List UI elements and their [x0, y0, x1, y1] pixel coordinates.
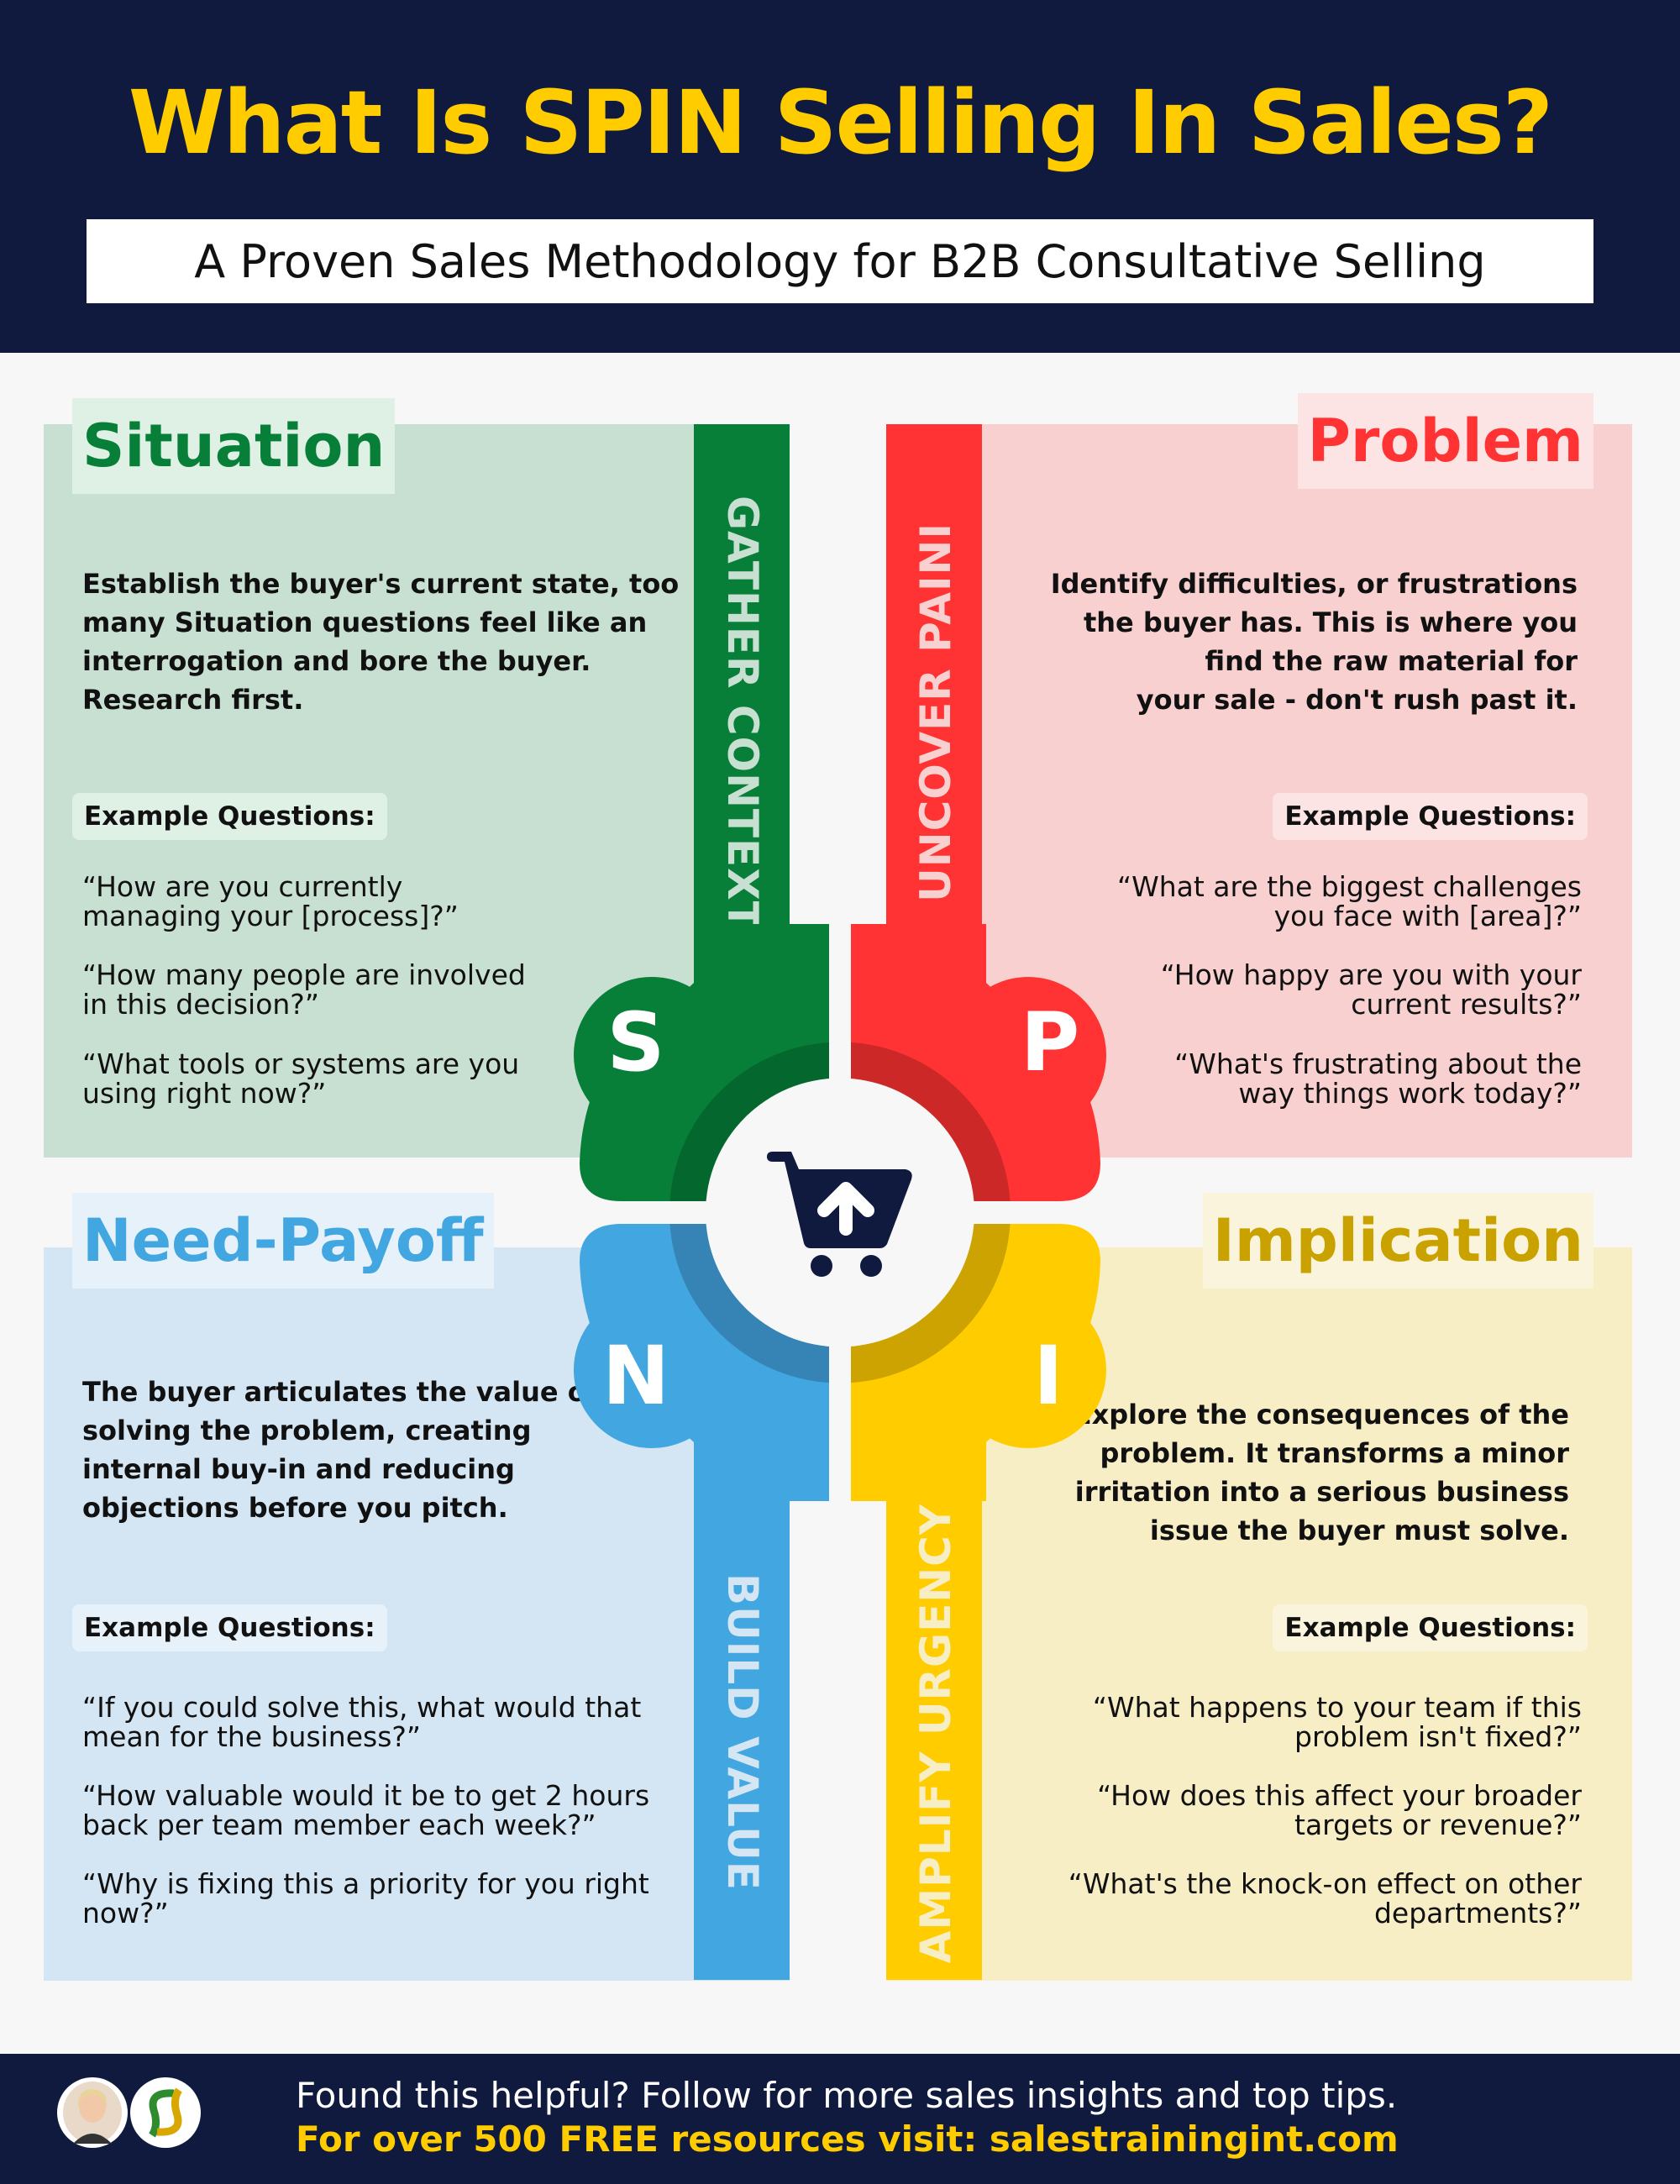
problem-question: “What's frustrating about the way things… — [1174, 1047, 1582, 1110]
situation-title: Situation — [72, 398, 396, 494]
implication-question: “What happens to your team if this probl… — [1092, 1691, 1582, 1753]
problem-examples-label: Example Questions: — [1273, 793, 1588, 840]
page-title: What Is SPIN Selling In Sales? — [128, 71, 1553, 174]
need-payoff-question: “If you could solve this, what would tha… — [82, 1691, 642, 1753]
footer-website-link[interactable]: For over 500 FREE resources visit: sales… — [296, 2118, 1399, 2160]
problem-question: “How happy are you with your current res… — [1160, 958, 1582, 1021]
problem-question: “What are the biggest challenges you fac… — [1116, 870, 1582, 932]
company-logo — [130, 2077, 201, 2148]
implication-title: Implication — [1202, 1193, 1593, 1289]
letter-n: N — [601, 1329, 670, 1423]
situation-tagline: GATHER CONTEXT — [718, 496, 767, 931]
situation-examples-label: Example Questions: — [72, 793, 387, 840]
implication-question: “What's the knock-on effect on other dep… — [1068, 1867, 1582, 1929]
implication-question: “How does this affect your broader targe… — [1097, 1779, 1582, 1841]
situation-question: “How many people are involved in this de… — [82, 958, 526, 1021]
situation-question: “How are you currently managing your [pr… — [82, 870, 459, 932]
need-payoff-title: Need-Payoff — [72, 1193, 494, 1289]
need-payoff-description: The buyer articulates the value of solvi… — [82, 1376, 598, 1524]
subtitle-box: A Proven Sales Methodology for B2B Consu… — [84, 217, 1596, 306]
situation-question: “What tools or systems are you using rig… — [82, 1047, 520, 1110]
problem-description: Identify difficulties, or frustrations t… — [1050, 568, 1578, 716]
need-payoff-tagline: BUILD VALUE — [718, 1573, 767, 1891]
situation-description: Establish the buyer's current state, too… — [82, 568, 680, 716]
shopping-cart-up-arrow-icon — [767, 1152, 912, 1277]
footer-avatars — [57, 2077, 201, 2148]
footer — [0, 2054, 1680, 2184]
subtitle: A Proven Sales Methodology for B2B Consu… — [194, 234, 1486, 288]
implication-examples-label: Example Questions: — [1273, 1604, 1588, 1651]
implication-description: Explore the consequences of the problem.… — [1073, 1399, 1569, 1546]
letter-i: I — [1033, 1329, 1063, 1423]
letter-p: P — [1020, 995, 1080, 1089]
author-avatar — [57, 2077, 128, 2148]
footer-cta: Found this helpful? Follow for more sale… — [296, 2075, 1398, 2116]
problem-title: Problem — [1297, 393, 1593, 489]
need-payoff-question: “Why is fixing this a priority for you r… — [82, 1867, 649, 1929]
need-payoff-examples-label: Example Questions: — [72, 1604, 387, 1651]
need-payoff-question: “How valuable would it be to get 2 hours… — [82, 1779, 650, 1841]
letter-s: S — [606, 995, 665, 1089]
